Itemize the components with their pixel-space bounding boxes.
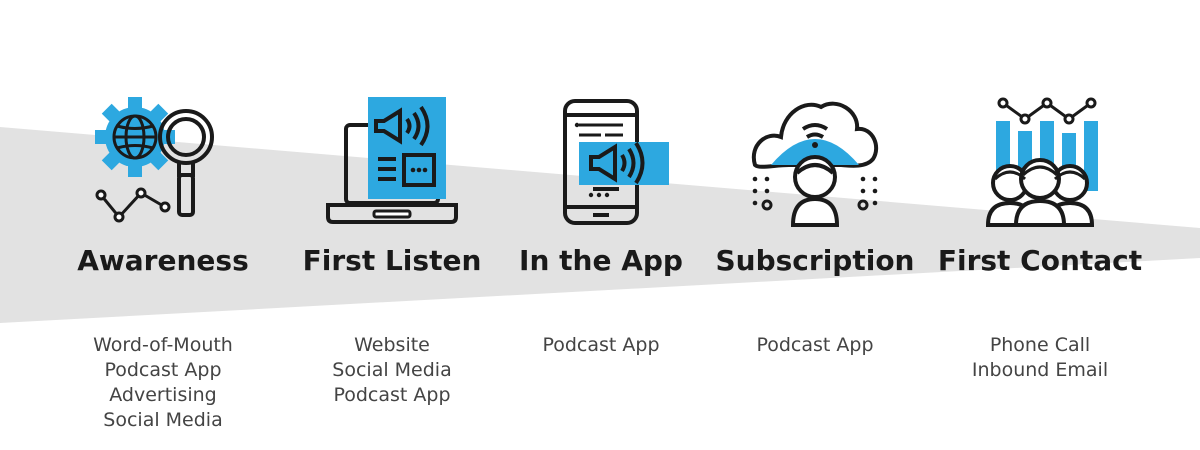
globe-gear-magnifier-icon: [95, 97, 214, 223]
channel-item: Podcast App: [542, 334, 660, 356]
stage-first-contact: First Contact Phone Call Inbound Email: [920, 0, 1160, 450]
channel-list: Podcast App: [481, 333, 721, 358]
channel-list: Phone Call Inbound Email: [920, 333, 1160, 383]
channel-item: Advertising: [109, 384, 217, 406]
channel-item: Podcast App: [756, 334, 874, 356]
stage-first-listen: First Listen Website Social Media Podcas…: [272, 0, 512, 450]
stage-subscription: Subscription Podcast App: [695, 0, 935, 450]
channel-list: Word-of-Mouth Podcast App Advertising So…: [43, 333, 283, 433]
channel-item: Inbound Email: [971, 359, 1109, 381]
stage-title: First Contact: [937, 244, 1143, 277]
stage-in-the-app: In the App Podcast App: [481, 0, 721, 450]
channel-item: Podcast App: [333, 384, 451, 406]
stage-title: First Listen: [302, 244, 482, 277]
channel-item: Website: [354, 334, 430, 356]
channel-item: Phone Call: [989, 334, 1091, 356]
channel-item: Podcast App: [104, 359, 222, 381]
channel-list: Podcast App: [695, 333, 935, 358]
stage-awareness: Awareness Word-of-Mouth Podcast App Adve…: [43, 0, 283, 450]
channel-item: Social Media: [103, 409, 223, 431]
stage-title: In the App: [519, 244, 683, 277]
laptop-megaphone-icon: [326, 97, 458, 224]
stage-title: Awareness: [77, 244, 249, 277]
audience-chart-icon: [985, 97, 1098, 227]
channel-item: Word-of-Mouth: [93, 334, 233, 356]
cloud-user-signal-icon: [751, 101, 879, 227]
channel-item: Social Media: [332, 359, 452, 381]
stage-title: Subscription: [715, 244, 915, 277]
smartphone-megaphone-icon: [563, 99, 669, 225]
channel-list: Website Social Media Podcast App: [272, 333, 512, 408]
